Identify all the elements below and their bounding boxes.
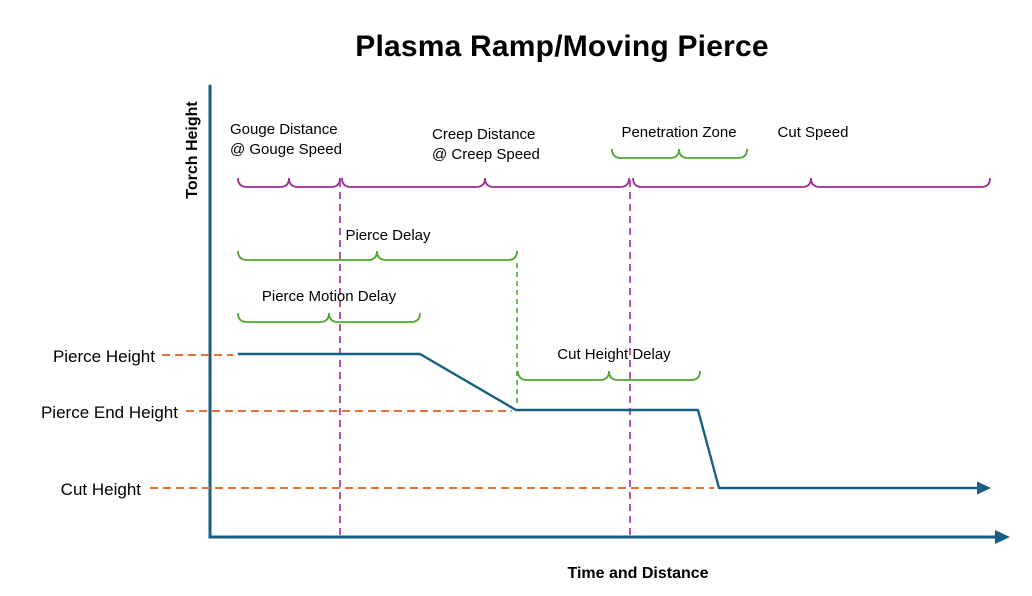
torch-height-curve [238,352,978,490]
gouge-zone-brace [237,177,341,188]
creep-distance-label-line1: Creep Distance [432,126,535,143]
diagram-title: Plasma Ramp/Moving Pierce [355,30,769,63]
cut-height-delay-label: Cut Height Delay [557,346,671,363]
axes-lines [208,84,998,539]
x-axis-label: Time and Distance [567,565,708,582]
gouge-distance-label-line1: Gouge Distance [230,121,338,138]
torch-height-curve-arrowhead [977,481,991,495]
penetration-zone-brace [611,148,748,159]
cut-height-delay-brace [517,370,701,381]
penetration-zone-label: Penetration Zone [621,124,736,141]
pierce-motion-delay-label: Pierce Motion Delay [262,288,397,305]
pierce-end-height-label: Pierce End Height [41,403,178,422]
pierce-delay-label: Pierce Delay [345,227,431,244]
x-axis-arrowhead [995,530,1010,544]
cut-speed-zone-brace [632,177,991,188]
pierce-delay-brace [237,250,518,261]
cut-height-label: Cut Height [61,480,142,499]
creep-zone-brace [341,177,630,188]
cut-speed-label: Cut Speed [778,124,849,141]
creep-distance-label-line2: @ Creep Speed [432,146,540,163]
gouge-distance-label-line2: @ Gouge Speed [230,141,342,158]
pierce-motion-delay-brace [237,312,421,323]
y-axis-label: Torch Height [184,101,201,199]
pierce-height-label: Pierce Height [53,347,155,366]
